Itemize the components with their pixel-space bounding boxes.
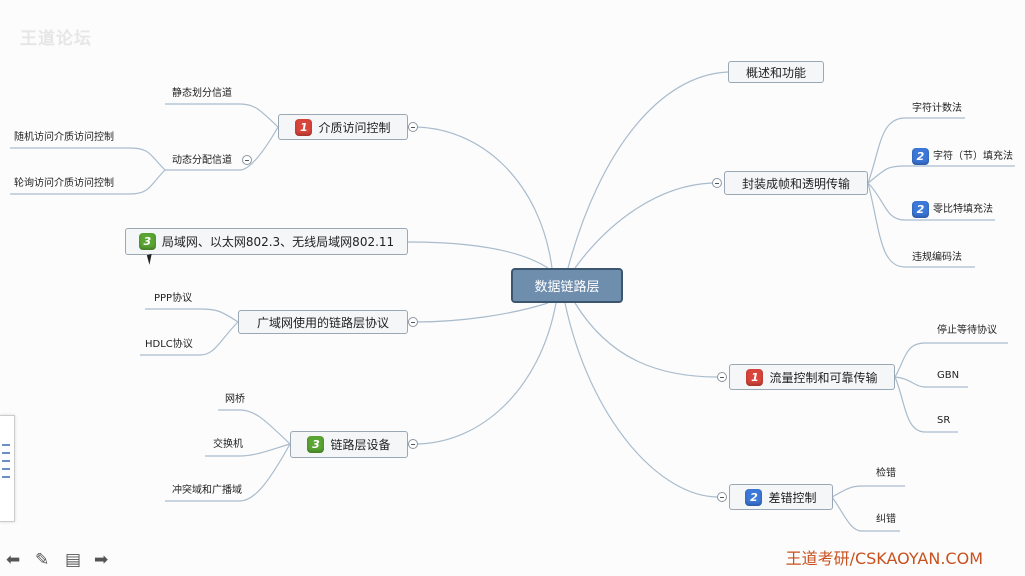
framing-item-3[interactable]: 2 零比特填充法	[912, 201, 993, 218]
flow-item-1-label: 停止等待协议	[937, 325, 997, 336]
flow-item-3-label: SR	[937, 415, 951, 426]
wan-item-1[interactable]: PPP协议	[154, 293, 192, 305]
mac-dynamic-label: 动态分配信道	[172, 155, 232, 166]
flow-item-2-label: GBN	[937, 370, 960, 381]
center-node[interactable]: 数据链路层	[511, 268, 623, 303]
devices-item-3-label: 冲突域和广播域	[172, 485, 242, 496]
mac-dynamic-item-2-label: 轮询访问介质访问控制	[14, 178, 114, 189]
framing-node[interactable]: 封装成帧和透明传输	[724, 171, 868, 195]
framing-item-2[interactable]: 2 字符（节）填充法	[912, 148, 1013, 165]
priority-badge-icon: 1	[295, 118, 313, 136]
pen-icon[interactable]: ✎	[35, 550, 50, 570]
devices-label: 链路层设备	[330, 438, 391, 452]
framing-collapse-toggle[interactable]	[712, 178, 722, 188]
error-item-1-label: 检错	[876, 468, 896, 479]
devices-item-2[interactable]: 交换机	[213, 439, 243, 451]
flow-node[interactable]: 1 流量控制和可靠传输	[729, 364, 895, 390]
framing-label: 封装成帧和透明传输	[741, 176, 850, 191]
mac-dynamic-item-1[interactable]: 随机访问介质访问控制	[14, 132, 114, 144]
wan-node[interactable]: 广域网使用的链路层协议	[238, 310, 408, 334]
error-item-2-label: 纠错	[876, 514, 896, 525]
mac-node[interactable]: 1 介质访问控制	[278, 114, 408, 140]
flow-item-3[interactable]: SR	[937, 415, 950, 427]
priority-badge-icon: 2	[912, 148, 929, 165]
mac-static-label: 静态划分信道	[172, 88, 232, 99]
priority-badge-icon: 3	[138, 233, 156, 250]
overview-label: 概述和功能	[745, 65, 806, 80]
arrow-left-icon[interactable]: ⬅	[6, 550, 21, 570]
priority-badge-icon: 3	[307, 436, 325, 453]
mac-label: 介质访问控制	[318, 120, 391, 135]
devices-node[interactable]: 3 链路层设备	[290, 431, 408, 458]
flow-collapse-toggle[interactable]	[717, 372, 727, 382]
lan-node[interactable]: 3 局域网、以太网802.3、无线局域网802.11	[125, 228, 408, 255]
priority-badge-icon: 2	[745, 488, 763, 506]
watermark: 王道论坛	[20, 29, 92, 49]
overview-node[interactable]: 概述和功能	[728, 61, 824, 83]
notes-icon[interactable]: ▤	[65, 550, 82, 570]
framing-item-4[interactable]: 违规编码法	[912, 252, 962, 264]
devices-collapse-toggle[interactable]	[408, 439, 418, 449]
devices-item-1[interactable]: 网桥	[225, 394, 245, 406]
outline-panel-tab[interactable]	[0, 415, 15, 522]
wan-collapse-toggle[interactable]	[408, 317, 418, 327]
error-label: 差错控制	[768, 490, 817, 505]
mac-dynamic-collapse-toggle[interactable]	[242, 155, 252, 165]
mac-dynamic-item-2[interactable]: 轮询访问介质访问控制	[14, 178, 114, 190]
center-label: 数据链路层	[534, 280, 600, 295]
flow-item-2[interactable]: GBN	[937, 370, 959, 382]
error-item-2[interactable]: 纠错	[876, 514, 896, 526]
wan-item-1-label: PPP协议	[154, 293, 193, 304]
mac-dynamic-item[interactable]: 动态分配信道	[172, 155, 232, 167]
framing-item-4-label: 违规编码法	[912, 252, 962, 263]
flow-label: 流量控制和可靠传输	[769, 370, 878, 385]
devices-item-1-label: 网桥	[225, 394, 245, 405]
mac-static-item[interactable]: 静态划分信道	[172, 88, 232, 100]
error-collapse-toggle[interactable]	[717, 492, 727, 502]
mac-dynamic-item-1-label: 随机访问介质访问控制	[14, 132, 114, 143]
devices-item-2-label: 交换机	[213, 439, 243, 450]
lan-label: 局域网、以太网802.3、无线局域网802.11	[161, 235, 395, 249]
mac-collapse-toggle[interactable]	[408, 122, 418, 132]
flow-item-1[interactable]: 停止等待协议	[937, 325, 997, 337]
framing-item-3-label: 零比特填充法	[933, 203, 993, 215]
error-item-1[interactable]: 检错	[876, 468, 896, 480]
priority-badge-icon: 2	[912, 201, 929, 218]
framing-item-2-label: 字符（节）填充法	[933, 150, 1013, 162]
wan-item-2-label: HDLC协议	[145, 339, 193, 350]
wan-item-2[interactable]: HDLC协议	[145, 339, 193, 351]
framing-item-1[interactable]: 字符计数法	[912, 103, 962, 115]
arrow-right-icon[interactable]: ➡	[94, 550, 109, 570]
devices-item-3[interactable]: 冲突域和广播域	[172, 485, 242, 497]
brand-watermark: 王道考研/CSKAOYAN.COM	[785, 549, 983, 568]
priority-badge-icon: 1	[746, 368, 764, 386]
wan-label: 广域网使用的链路层协议	[256, 315, 389, 330]
framing-item-1-label: 字符计数法	[912, 103, 962, 114]
error-node[interactable]: 2 差错控制	[729, 484, 833, 510]
